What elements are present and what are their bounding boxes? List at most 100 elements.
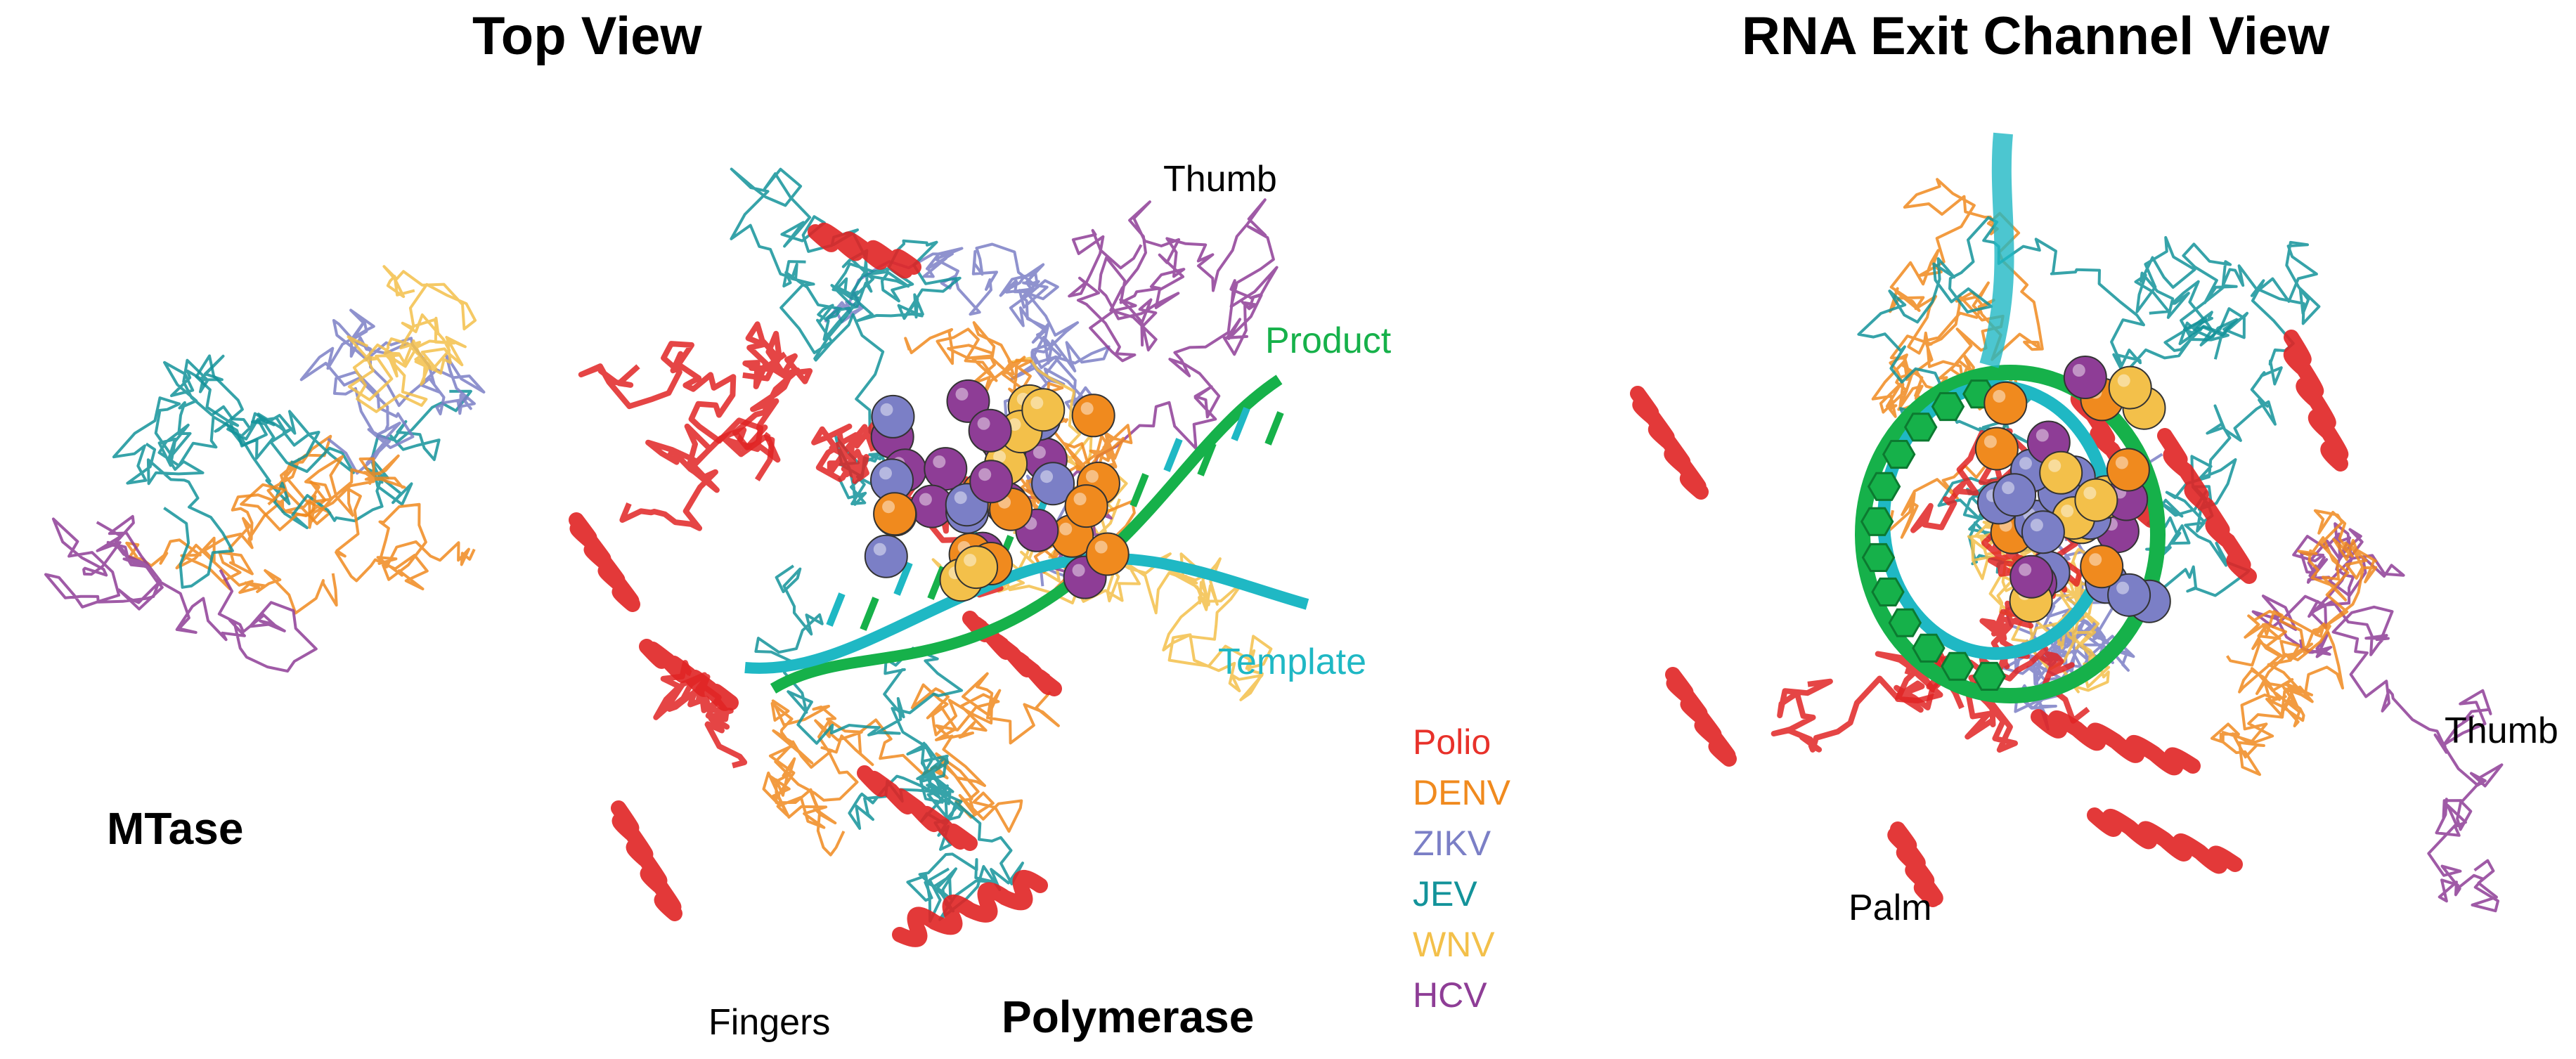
backbone-trace	[347, 265, 477, 413]
panel-title-top-view: Top View	[472, 6, 702, 66]
base-pair	[1231, 407, 1250, 441]
ntp-sphere	[2074, 478, 2118, 522]
polio-helix	[569, 512, 640, 612]
ntp-sphere	[2063, 356, 2107, 399]
ntp-sphere	[954, 545, 999, 590]
ntp-sphere-highlight	[919, 493, 932, 506]
ntp-sphere-highlight	[2089, 553, 2102, 566]
ntp-sphere	[968, 408, 1012, 453]
label-polymerase: Polymerase	[1002, 992, 1255, 1042]
polio-helix	[2087, 807, 2243, 874]
ntp-sphere	[871, 394, 915, 438]
ntp-sphere	[2080, 545, 2124, 589]
ntp-sphere-highlight	[2019, 563, 2032, 576]
ntp-sphere	[2039, 450, 2083, 495]
ntp-sphere-highlight	[993, 450, 1007, 463]
polio-helix	[2157, 428, 2257, 584]
ntp-sphere-highlight	[880, 403, 893, 416]
ntp-sphere	[1071, 394, 1115, 438]
polio-loop	[811, 405, 899, 484]
ntp-sphere-highlight	[2002, 481, 2015, 495]
polio-loop	[578, 341, 781, 463]
ntp-sphere	[1031, 462, 1075, 506]
ntp-sphere	[2108, 365, 2152, 410]
ntp-sphere	[1974, 427, 2019, 471]
base-pair	[1130, 473, 1149, 507]
product-ring	[1855, 365, 2166, 703]
ntp-sphere	[969, 460, 1014, 504]
ntp-sphere	[2106, 448, 2150, 492]
ntp-sphere-highlight	[2019, 457, 2032, 470]
ntp-sphere-highlight	[2061, 505, 2074, 518]
ntp-sphere-highlight	[955, 387, 969, 401]
panel-title-rna-exit-view: RNA Exit Channel View	[1742, 6, 2330, 66]
backbone-trace	[195, 354, 472, 529]
backbone-trace	[2210, 509, 2378, 777]
ntp-sphere	[2009, 554, 2054, 599]
ntp-sphere	[2107, 573, 2151, 617]
label-palm: Palm	[1849, 888, 1932, 928]
ntp-sphere-highlight	[873, 543, 886, 556]
base-ring	[1931, 392, 1965, 422]
polio-loop	[619, 423, 775, 531]
label-thumb-right: Thumb	[2445, 710, 2558, 751]
polio-helix	[892, 869, 1048, 947]
ntp-sphere-highlight	[2072, 364, 2085, 377]
legend-item-denv: DENV	[1413, 773, 1510, 812]
label-product: Product	[1265, 320, 1392, 361]
ntp-sphere-highlight	[1085, 469, 1099, 483]
base-ring	[1882, 440, 1916, 469]
ntp-sphere-highlight	[978, 468, 992, 481]
base-pair	[1163, 438, 1183, 472]
ntp-sphere-highlight	[2116, 581, 2130, 595]
ntp-sphere-highlight	[1040, 470, 1054, 483]
ntp-sphere-highlight	[964, 554, 977, 567]
ntp-sphere-highlight	[1033, 446, 1046, 459]
label-template: Template	[1218, 642, 1366, 682]
backbone-trace	[1871, 178, 2044, 539]
polio-helix	[857, 765, 978, 851]
ntp-sphere-highlight	[1072, 564, 1085, 577]
base-pair	[1264, 411, 1284, 446]
ntp-sphere-highlight	[1983, 435, 1997, 448]
base-ring	[1941, 651, 1974, 681]
legend-item-zikv: ZIKV	[1413, 824, 1491, 863]
backbone-trace	[754, 564, 1024, 923]
polio-helix	[808, 222, 921, 279]
ntp-sphere-highlight	[1073, 493, 1087, 506]
polio-helix	[2283, 330, 2349, 472]
ntp-sphere-highlight	[1030, 396, 1044, 410]
polio-helix	[1665, 667, 1737, 767]
legend-item-wnv: WNV	[1413, 925, 1495, 964]
ntp-sphere-highlight	[2048, 459, 2062, 472]
ntp-sphere-highlight	[879, 467, 892, 480]
ntp-sphere-highlight	[1080, 402, 1094, 415]
legend-item-hcv: HCV	[1413, 975, 1487, 1015]
backbone-trace	[2251, 522, 2504, 913]
base-ring	[1867, 472, 1901, 501]
ntp-sphere	[2021, 510, 2065, 554]
polio-helix	[2031, 709, 2201, 775]
label-thumb-top: Thumb	[1163, 159, 1277, 200]
base-ring	[1972, 661, 2007, 691]
backbone-trace	[112, 354, 276, 589]
legend-item-jev: JEV	[1413, 874, 1477, 914]
backbone-trace	[1019, 198, 1279, 575]
ntp-sphere-highlight	[2030, 519, 2043, 532]
ntp-sphere	[873, 492, 917, 536]
base-ring	[1888, 608, 1922, 637]
backbone-trace	[762, 672, 1060, 857]
label-fingers: Fingers	[708, 1002, 831, 1043]
template-strand	[744, 552, 1309, 674]
backbone-trace	[44, 514, 318, 673]
ntp-sphere-highlight	[2035, 429, 2049, 442]
base-ring	[1871, 577, 1905, 606]
label-mtase: MTase	[107, 803, 244, 854]
ntp-sphere	[924, 447, 968, 491]
base-ring	[1912, 633, 1946, 663]
ntp-sphere-highlight	[882, 500, 895, 514]
ntp-sphere	[1085, 532, 1130, 576]
